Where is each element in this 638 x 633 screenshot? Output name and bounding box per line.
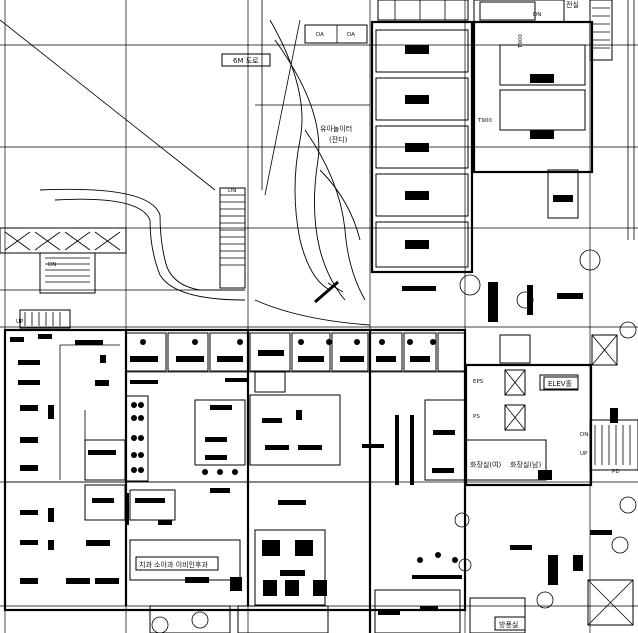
road-label-box: [221, 53, 271, 67]
pharmacy-label: 방풍실: [499, 620, 518, 629]
playground-label: 유아놀이터: [320, 124, 352, 133]
up-left-label: UP: [16, 319, 24, 325]
restroom-m-label: 화장실(남): [510, 460, 541, 469]
top-right-label: 전실: [566, 0, 579, 9]
da-box: [304, 24, 368, 44]
clinic-label: 치과 소아과 이비인후과: [139, 560, 208, 569]
staircase-middle: [219, 187, 246, 289]
landscape-paths: [39, 19, 371, 326]
center-furniture: [262, 410, 462, 615]
playground-sub-label: (잔디): [329, 135, 348, 144]
elev-label-box: [543, 376, 579, 390]
entrance-marker: [314, 280, 344, 304]
dn-left-label: DN: [48, 262, 56, 268]
pd-label: PD: [612, 469, 620, 475]
pharmacy-label-box: [494, 616, 526, 631]
dn-top-label: DN: [533, 12, 541, 18]
eps-label: EPS: [473, 379, 484, 385]
ps-label: PS: [473, 414, 480, 420]
left-wing-furniture: [10, 334, 242, 591]
up-right-label: UP: [580, 451, 588, 457]
road-label: 6M 도로: [233, 57, 259, 65]
upper-right-units: [370, 0, 594, 274]
da-label-1: DA: [316, 32, 324, 38]
tree-symbols: [151, 249, 637, 633]
site-boundary-lines: [0, 0, 370, 291]
left-upper-block: [0, 227, 127, 329]
t900-label: T900: [477, 118, 492, 124]
t900-vertical-label: T900: [518, 34, 524, 49]
da-label-2: DA: [347, 32, 355, 38]
consultation-rooms: [125, 332, 466, 372]
dn-right-label: DN: [580, 432, 588, 438]
restroom-f-label: 화장실(여): [470, 460, 501, 469]
right-corridor-furniture: [402, 282, 618, 585]
elev-label: ELEV홀: [548, 379, 573, 388]
dental-area: [125, 378, 247, 525]
dn-mid-label: DN: [228, 188, 236, 194]
clinic-label-box: [135, 556, 219, 571]
